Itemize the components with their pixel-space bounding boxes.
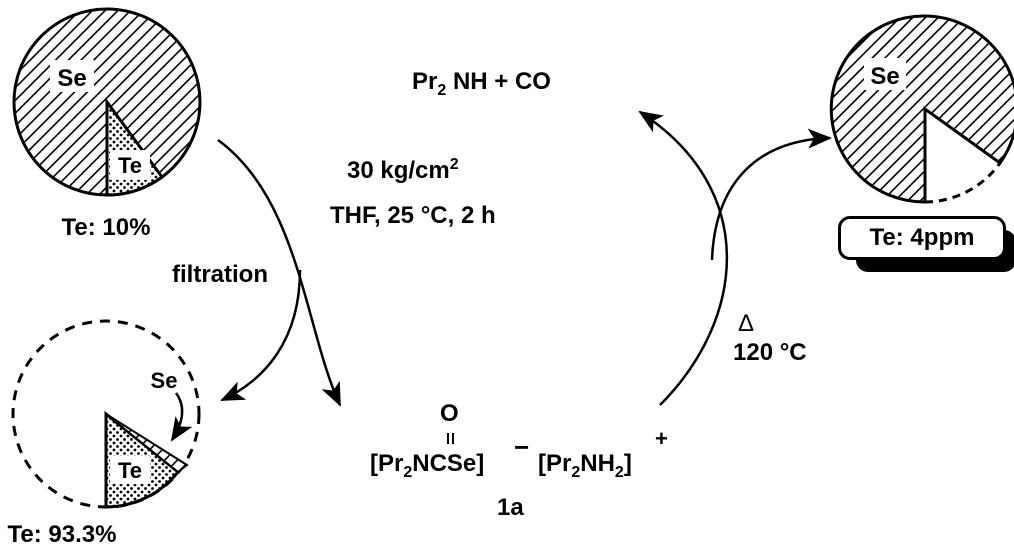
ammonium-cation: [Pr2NH2] [538, 450, 632, 481]
conditions-label: THF, 25 °C, 2 h [330, 202, 496, 229]
filtration-arrow [220, 269, 302, 402]
se-pointer-arrow [170, 392, 193, 442]
recovery-arrow [710, 128, 832, 261]
carbamoselenoate-anion: [Pr2NCSe] [370, 450, 485, 481]
te-label-bg [110, 150, 150, 180]
se-label: Se [870, 63, 899, 90]
cation-charge: + [655, 426, 668, 451]
te-label-bg [110, 456, 150, 484]
te-content-4ppm: Te: 4ppm [869, 224, 975, 251]
te-ppm-box: Te: 4ppm [838, 216, 1006, 260]
se-label: Se [151, 368, 178, 393]
se-label-bg [864, 58, 906, 90]
se-region [829, 14, 1014, 204]
te-content-10: Te: 10% [62, 214, 151, 241]
regeneration-arrow [638, 110, 729, 406]
se-sliver [105, 413, 189, 474]
temperature-label: 120 °C [733, 339, 807, 366]
recovered-pie: Se [829, 14, 1014, 204]
reactants-label: Pr2 NH + CO [412, 68, 551, 99]
pressure-label: 30 kg/cm2 [347, 156, 459, 184]
delta-symbol: Δ [738, 310, 755, 337]
residue-pie: Se Te Te: 93.3% [8, 319, 201, 544]
carbonyl-oxygen: O [440, 400, 459, 427]
te-label: Te [118, 458, 142, 483]
start-mixture-pie: Se Te Te: 10% [12, 7, 202, 241]
filtration-label: filtration [170, 261, 270, 288]
removed-te-outline [924, 162, 1002, 204]
anion-charge: − [514, 432, 530, 462]
reaction-arrow [217, 138, 342, 407]
se-label-bg [50, 60, 94, 92]
se-label-bg [144, 366, 184, 394]
se-label: Se [57, 65, 86, 92]
compound-number: 1a [497, 494, 524, 521]
te-label: Te [118, 153, 142, 178]
te-content-93: Te: 93.3% [8, 521, 117, 544]
